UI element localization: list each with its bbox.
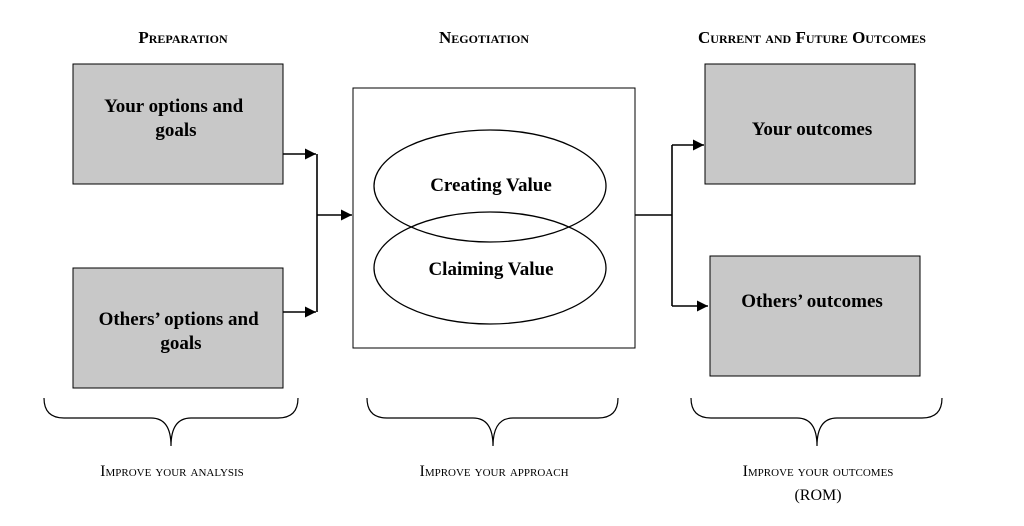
header-negotiation: Negotiation	[439, 28, 529, 47]
footer-approach: Improve your approach	[419, 463, 568, 480]
your-options-line2: goals	[155, 120, 196, 141]
header-outcomes: Current and Future Outcomes	[698, 28, 926, 47]
negotiation-box	[352, 87, 636, 349]
brace-analysis	[43, 397, 299, 447]
creating-value-label: Creating Value	[430, 175, 552, 196]
footer-outcomes-rom: (ROM)	[794, 487, 841, 504]
your-options-line1: Your options and	[104, 96, 243, 117]
others-options-box	[72, 267, 284, 389]
footer-outcomes: Improve your outcomes	[743, 463, 894, 480]
brace-outcomes	[690, 397, 943, 447]
header-preparation: Preparation	[138, 28, 228, 47]
your-options-box	[72, 63, 284, 185]
creating-value-ellipse	[373, 129, 607, 243]
brace-approach	[366, 397, 619, 447]
your-outcomes-box	[704, 63, 916, 185]
others-options-line2: goals	[160, 333, 201, 354]
others-options-line1: Others’ options and	[99, 309, 260, 330]
others-outcomes-label: Others’ outcomes	[741, 291, 883, 312]
others-options-label: Others’ options and goals	[99, 309, 264, 354]
footer-analysis: Improve your analysis	[100, 463, 244, 480]
claiming-value-label: Claiming Value	[428, 259, 553, 280]
claiming-value-ellipse	[373, 211, 607, 325]
your-outcomes-label: Your outcomes	[752, 119, 873, 140]
others-outcomes-box	[709, 255, 921, 377]
your-options-label: Your options and goals	[104, 96, 248, 141]
